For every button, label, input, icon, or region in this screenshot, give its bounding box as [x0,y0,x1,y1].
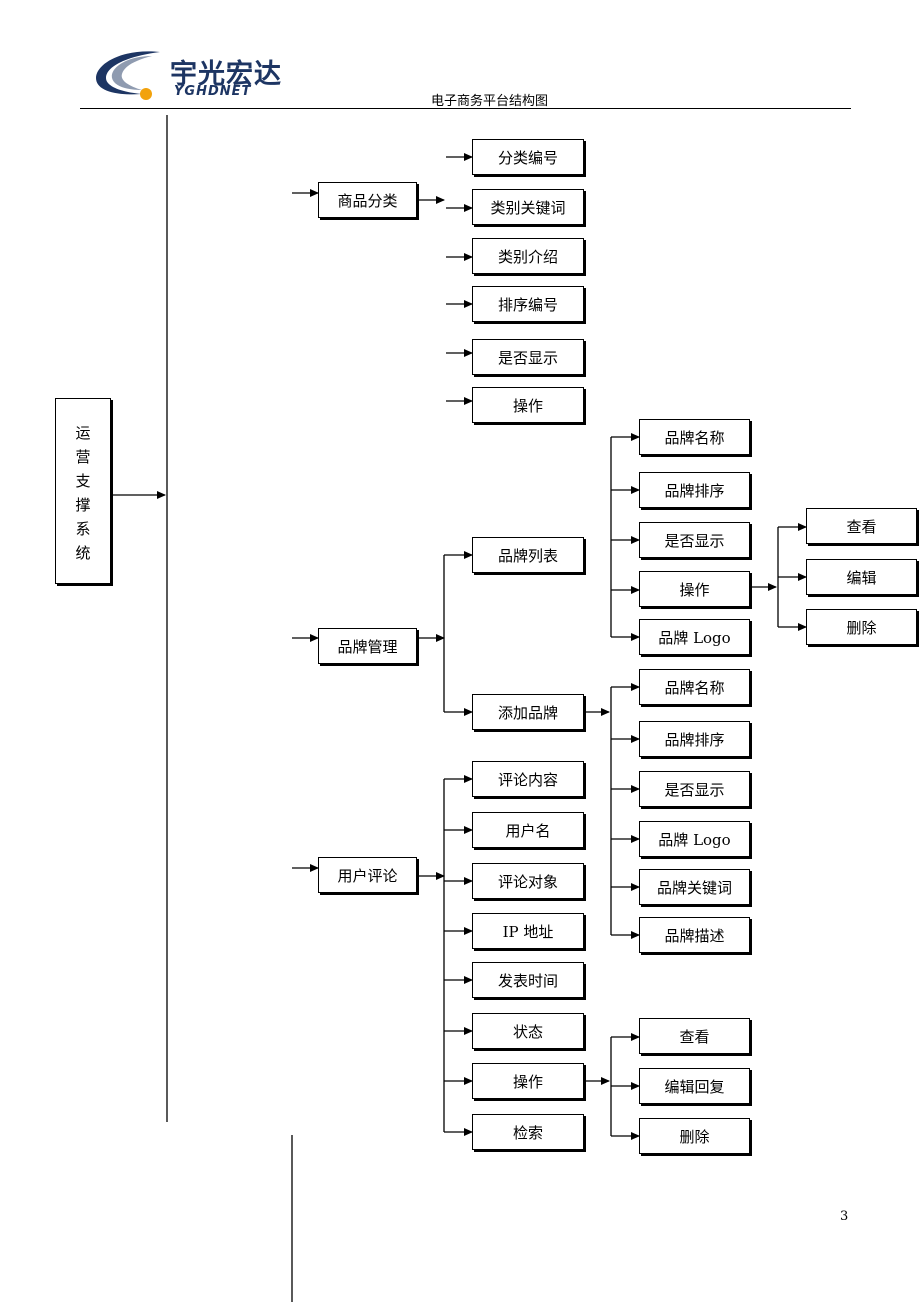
page-header: 宇光宏达 YGHDNET 电子商务平台结构图 [0,0,920,115]
comment-child-node: 状态 [472,1013,584,1049]
brand-list-child-node: 品牌名称 [639,419,750,455]
brand-list-operation-node: 操作 [639,571,750,607]
brand-list-child-node: 品牌 Logo [639,619,750,655]
header-divider [80,108,851,109]
module-node-user-comments: 用户评论 [318,857,417,893]
category-child-node: 分类编号 [472,139,584,175]
comment-operation-child-node: 查看 [639,1018,750,1054]
comment-operation-child-node: 删除 [639,1118,750,1154]
category-child-node: 操作 [472,387,584,423]
brand-operation-child-node: 编辑 [806,559,917,595]
category-child-node: 排序编号 [472,286,584,322]
add-brand-child-node: 品牌排序 [639,721,750,757]
comment-operation-child-node: 编辑回复 [639,1068,750,1104]
comment-operation-node: 操作 [472,1063,584,1099]
module-node-brand-management: 品牌管理 [318,628,417,664]
add-brand-child-node: 品牌 Logo [639,821,750,857]
brand-operation-child-node: 删除 [806,609,917,645]
add-brand-child-node: 品牌描述 [639,917,750,953]
comment-child-node: IP 地址 [472,913,584,949]
root-node-operations-support-system: 运 营 支 撑 系 统 [55,398,111,584]
logo-chinese-text: 宇光宏达 [170,59,282,90]
brand-list-child-node: 是否显示 [639,522,750,558]
category-child-node: 类别关键词 [472,189,584,225]
category-child-node: 类别介绍 [472,238,584,274]
comment-child-node: 评论对象 [472,863,584,899]
brand-list-node: 品牌列表 [472,537,584,573]
comment-child-node: 评论内容 [472,761,584,797]
root-node-label: 运 营 支 撑 系 统 [75,424,91,562]
brand-operation-child-node: 查看 [806,508,917,544]
add-brand-child-node: 品牌关键词 [639,869,750,905]
comment-child-node: 用户名 [472,812,584,848]
category-child-node: 是否显示 [472,339,584,375]
comment-child-node: 发表时间 [472,962,584,998]
logo-swoosh-icon [96,51,160,100]
add-brand-child-node: 是否显示 [639,771,750,807]
add-brand-node: 添加品牌 [472,694,584,730]
module-node-category: 商品分类 [318,182,417,218]
logo-english-text: YGHDNET [174,84,252,99]
page-number: 3 [840,1209,849,1224]
company-logo: 宇光宏达 YGHDNET [92,46,287,106]
document-title: 电子商务平台结构图 [431,94,549,109]
comment-child-node: 检索 [472,1114,584,1150]
brand-list-child-node: 品牌排序 [639,472,750,508]
add-brand-child-node: 品牌名称 [639,669,750,705]
